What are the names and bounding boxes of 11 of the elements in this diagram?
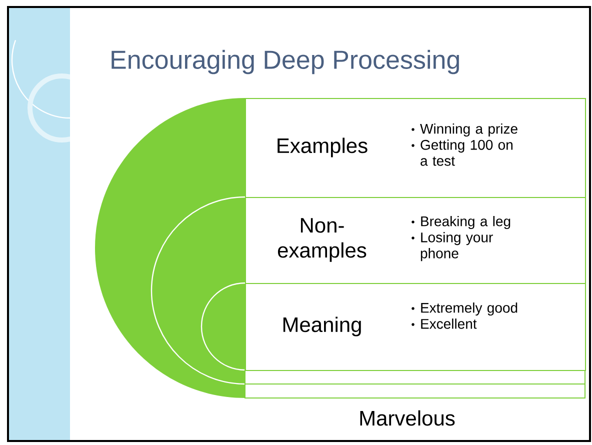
bullet-item: Excellent bbox=[412, 318, 477, 329]
bullet-item: Breaking a leg bbox=[412, 216, 510, 230]
caption-text: Marvelous bbox=[360, 410, 455, 426]
bullet-item: Losing your phone bbox=[412, 232, 493, 262]
row-heading: Non-examples bbox=[278, 218, 366, 262]
bullet-item: Winning a prize bbox=[412, 124, 518, 137]
title: Encouraging Deep Processing bbox=[112, 50, 459, 74]
row-heading: Meaning bbox=[283, 316, 361, 336]
row-heading: Examples bbox=[278, 138, 368, 158]
bullet-item: Getting 100 on a test bbox=[412, 140, 512, 166]
bullet-item: Extremely good bbox=[412, 302, 518, 316]
